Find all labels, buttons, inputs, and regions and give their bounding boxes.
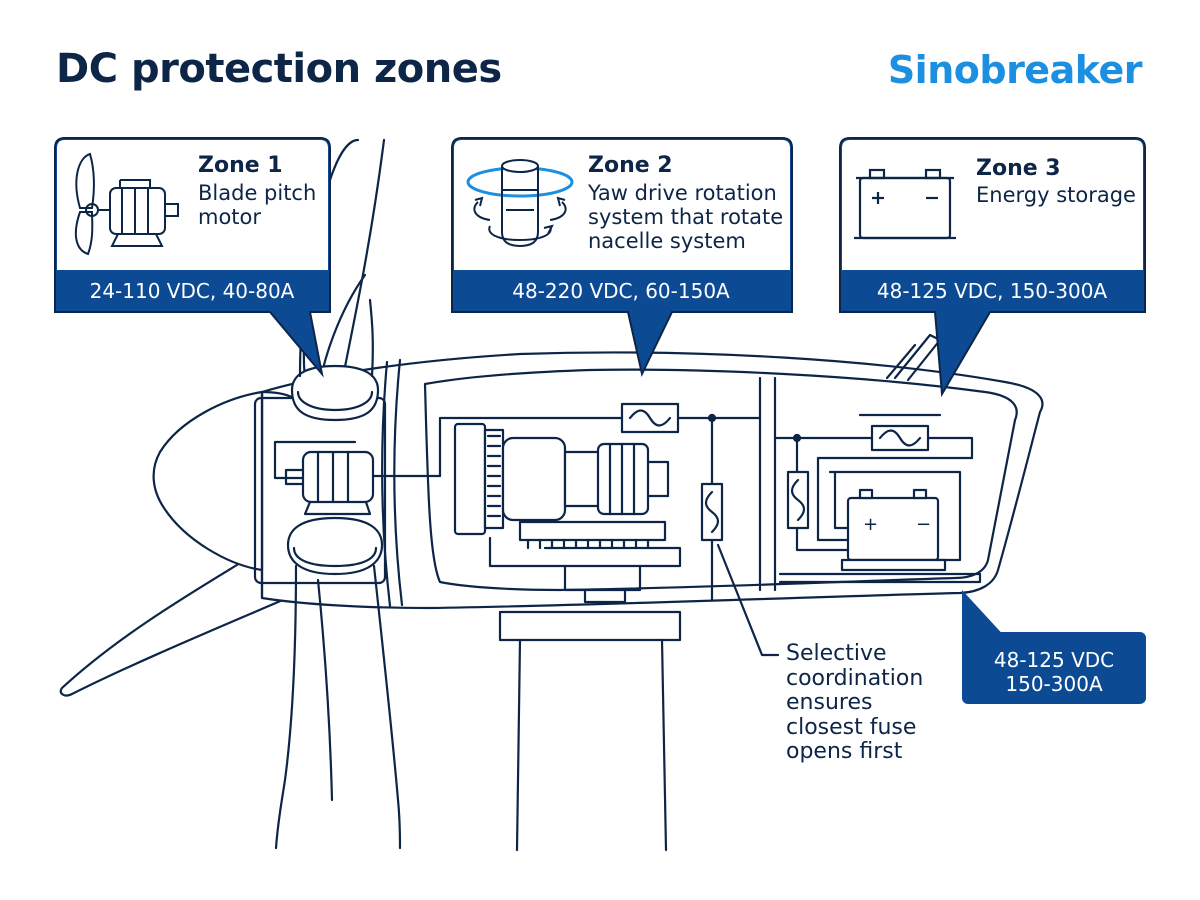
callout-leader bbox=[716, 543, 780, 657]
battery-minus-symbol: − bbox=[916, 514, 931, 535]
badge-current: 150-300A bbox=[1005, 672, 1103, 696]
zone-1-description: Blade pitch motor bbox=[198, 181, 317, 229]
drivetrain bbox=[438, 416, 762, 604]
tower bbox=[498, 610, 682, 852]
zone-3-description: Energy storage bbox=[976, 183, 1136, 207]
pitch-motor bbox=[273, 440, 442, 516]
badge-pointer bbox=[962, 590, 1008, 640]
zone-2-rating: 48-220 VDC, 60-150A bbox=[512, 279, 730, 303]
yaw-fuse bbox=[620, 402, 724, 602]
zone-1-title: Zone 1 bbox=[198, 153, 283, 178]
page-title: DC protection zones bbox=[56, 46, 502, 92]
zone-1-card bbox=[54, 137, 331, 378]
rear-blade bbox=[59, 550, 294, 697]
pitch-motor-icon bbox=[74, 152, 179, 256]
badge-box bbox=[962, 632, 1146, 704]
battery-plus-symbol: + bbox=[863, 514, 878, 535]
zone-3-rating: 48-125 VDC, 150-300A bbox=[876, 279, 1108, 303]
selective-coordination-callout: Selective coordination ensures closest f… bbox=[786, 641, 924, 764]
badge-voltage: 48-125 VDC bbox=[993, 648, 1115, 672]
storage-rating-badge: 48-125 VDC 150-300A bbox=[962, 640, 1146, 704]
storage-circuit bbox=[773, 413, 982, 584]
yaw-drive-icon bbox=[466, 159, 574, 248]
zone-2-card bbox=[451, 137, 793, 378]
zone-3-title: Zone 3 bbox=[976, 156, 1061, 181]
zone-1-rating: 24-110 VDC, 40-80A bbox=[89, 279, 295, 303]
zone-2-description: Yaw drive rotation system that rotate na… bbox=[588, 181, 784, 253]
battery-icon bbox=[854, 168, 956, 240]
brand-logo: Sinobreaker bbox=[887, 48, 1143, 92]
zone-2-title: Zone 2 bbox=[588, 153, 673, 178]
blade-root-bottom bbox=[274, 516, 402, 850]
zone-3-card bbox=[839, 137, 1146, 398]
